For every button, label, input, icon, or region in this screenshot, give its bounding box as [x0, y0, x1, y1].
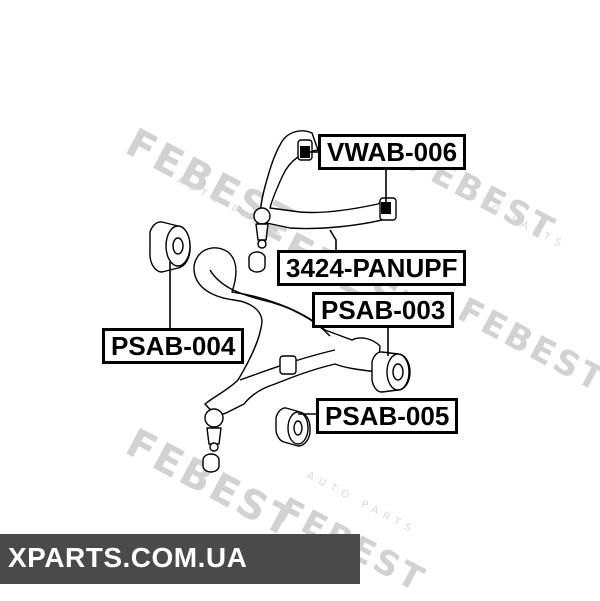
- upper-ball-joint: [253, 207, 271, 225]
- label-3424-panupf: 3424-PANUPF: [277, 250, 467, 286]
- banner-slant: [330, 534, 360, 584]
- lower-ball-stud: [206, 427, 222, 445]
- upper-ball-stud: [255, 223, 269, 241]
- site-name: XPARTS.COM.UA: [8, 542, 248, 573]
- label-vwab-006: VWAB-006: [318, 134, 467, 170]
- label-psab-004: PSAB-004: [102, 328, 245, 364]
- lower-ball-joint: [204, 408, 224, 428]
- site-banner[interactable]: XPARTS.COM.UA: [0, 534, 360, 584]
- label-psab-003: PSAB-003: [312, 292, 455, 328]
- pointer-square-vwab: [300, 146, 310, 158]
- lower-arm-inner-bushing: [279, 355, 297, 375]
- pointer-square-rear: [381, 202, 391, 214]
- label-psab-005: PSAB-005: [316, 398, 459, 434]
- leader-panupf: [329, 229, 337, 252]
